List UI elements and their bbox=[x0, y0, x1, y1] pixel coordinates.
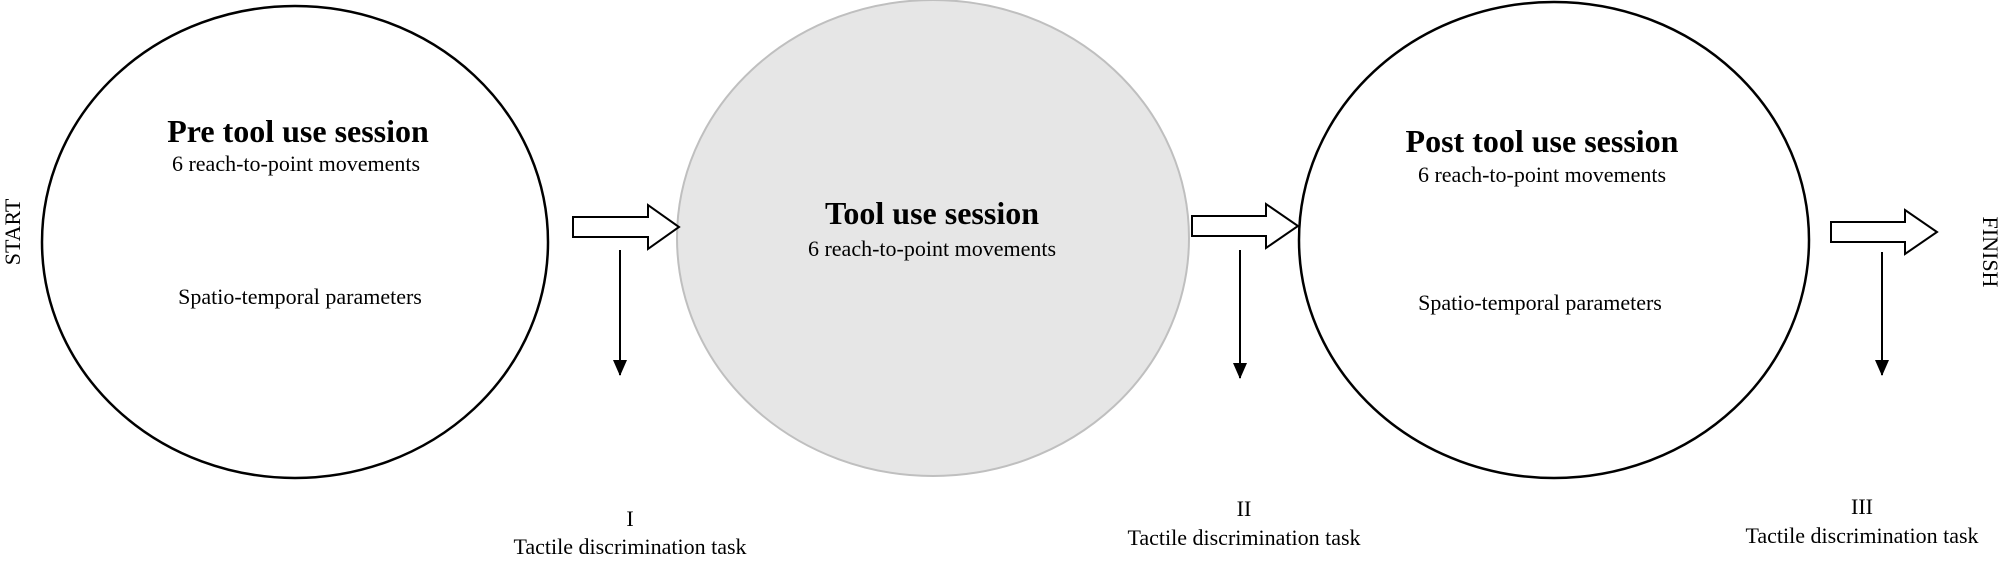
task-label-3: III Tactile discrimination task bbox=[1745, 494, 1978, 548]
tool-use-ellipse bbox=[676, 0, 1190, 477]
tool-use-subtitle: 6 reach-to-point movements bbox=[808, 236, 1056, 261]
pre-tool-use-ellipse bbox=[40, 4, 550, 480]
task-label-1: I Tactile discrimination task bbox=[513, 506, 746, 559]
pre-tool-use-title: Pre tool use session bbox=[167, 113, 429, 149]
finish-label: FINISH bbox=[1978, 217, 2003, 288]
pre-tool-use-session: Pre tool use session 6 reach-to-point mo… bbox=[40, 4, 550, 480]
post-tool-use-detail: Spatio-temporal parameters bbox=[1418, 290, 1662, 315]
task-numeral-2: II bbox=[1237, 496, 1252, 521]
post-tool-use-title: Post tool use session bbox=[1406, 123, 1679, 159]
task-text-3: Tactile discrimination task bbox=[1745, 523, 1978, 548]
task-label-2: II Tactile discrimination task bbox=[1127, 496, 1360, 550]
pre-tool-use-subtitle: 6 reach-to-point movements bbox=[172, 151, 420, 176]
pre-tool-use-detail: Spatio-temporal parameters bbox=[178, 284, 422, 309]
tool-use-session: Tool use session 6 reach-to-point moveme… bbox=[676, 0, 1190, 477]
task-text-2: Tactile discrimination task bbox=[1127, 525, 1360, 550]
task-numeral-1: I bbox=[626, 506, 633, 531]
post-tool-use-ellipse bbox=[1297, 0, 1811, 480]
post-tool-use-subtitle: 6 reach-to-point movements bbox=[1418, 162, 1666, 187]
start-label: START bbox=[0, 198, 25, 265]
tool-use-title: Tool use session bbox=[825, 195, 1039, 231]
flow-arrow-2 bbox=[1191, 202, 1300, 250]
task-text-1: Tactile discrimination task bbox=[513, 534, 746, 559]
flow-arrow-1 bbox=[572, 203, 681, 251]
post-tool-use-session: Post tool use session 6 reach-to-point m… bbox=[1297, 0, 1811, 480]
task-numeral-3: III bbox=[1851, 494, 1873, 519]
flow-arrow-3 bbox=[1830, 208, 1939, 256]
